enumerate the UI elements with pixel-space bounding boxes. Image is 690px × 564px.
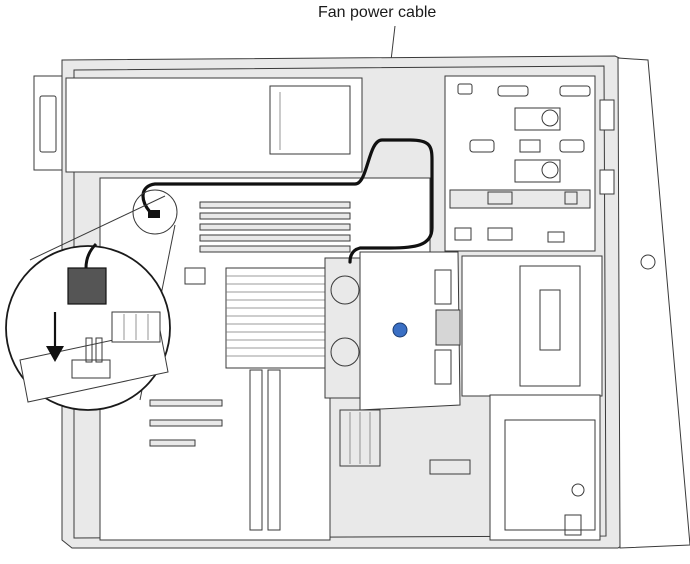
zoom-source-circle	[132, 189, 178, 235]
cable-connector	[148, 210, 160, 218]
fan-power-cable	[141, 138, 434, 264]
motherboard	[99, 177, 431, 541]
detail-inset	[5, 242, 171, 411]
fan-power-cable-label: Fan power cable	[318, 4, 437, 21]
thumbscrew	[392, 322, 408, 338]
zoom-leader-top	[29, 195, 166, 261]
drive-cage	[429, 255, 603, 541]
power-supply	[33, 75, 363, 173]
drive-bay-panel	[444, 75, 615, 252]
fan-assembly	[324, 251, 461, 411]
